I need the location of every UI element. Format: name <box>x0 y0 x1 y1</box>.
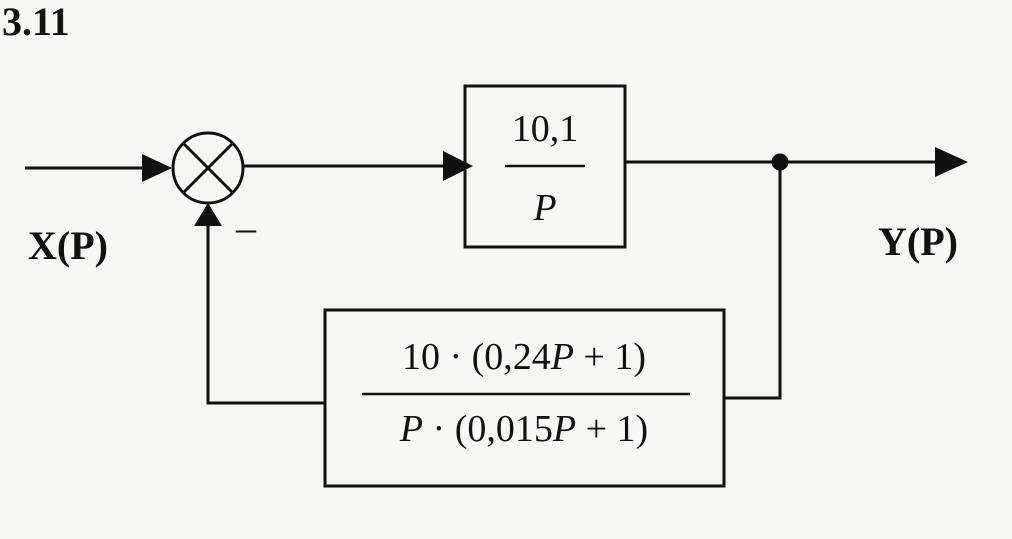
feedback-denominator-mid: · (0,015 <box>423 408 553 450</box>
feedback-block <box>323 308 726 488</box>
summing-cross-b <box>181 141 235 195</box>
figure-number: 3.11 <box>2 0 70 44</box>
feedback-arrowhead <box>194 203 222 226</box>
feedback-denominator: P · (0,015P + 1) <box>328 410 720 448</box>
forward-block <box>463 84 627 249</box>
feedback-denominator-tail: + 1) <box>576 408 649 450</box>
feedback-line-left <box>206 222 325 405</box>
feedback-numerator: 10 · (0,24P + 1) <box>328 338 720 376</box>
forward-numerator: 10,1 <box>511 108 579 150</box>
forward-denominator: P <box>533 187 557 229</box>
feedback-line-right <box>724 162 782 400</box>
output-signal-label: Y(P) <box>878 219 958 264</box>
input-signal-label: X(P) <box>28 223 108 268</box>
feedback-sign: – <box>236 205 256 250</box>
feedback-numerator-tail: + 1) <box>573 336 647 378</box>
output-arrowhead <box>935 147 968 177</box>
input-arrowhead <box>142 154 172 182</box>
feedback-numerator-lead: 10 · (0,24 <box>401 336 551 378</box>
forward-arrowhead <box>443 151 473 181</box>
feedback-denominator-var-lead: P <box>399 408 424 450</box>
feedback-denominator-var: P <box>552 408 577 450</box>
feedback-numerator-var: P <box>550 336 574 378</box>
